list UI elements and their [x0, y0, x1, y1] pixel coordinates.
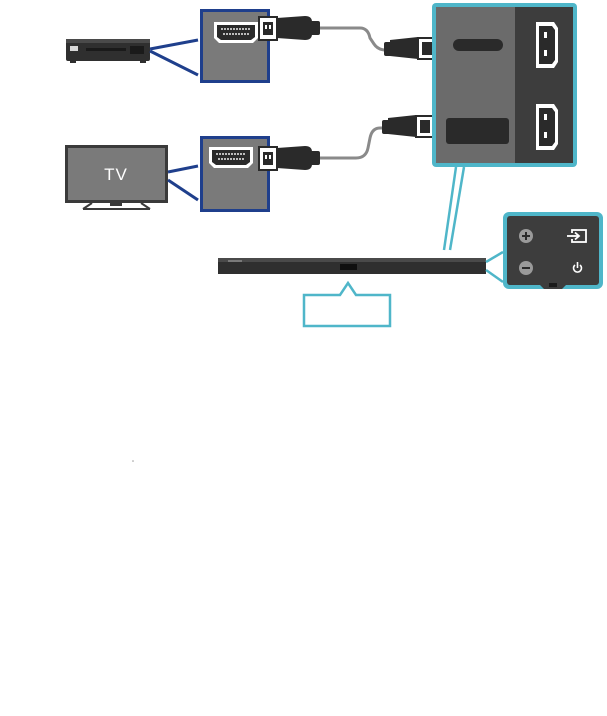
plus-icon [522, 232, 530, 240]
soundbar-display [340, 264, 357, 270]
power-icon [572, 262, 583, 273]
source-input-icon [567, 229, 587, 243]
hdmi-in-label-plate [453, 39, 503, 51]
volume-down-button[interactable] [519, 261, 533, 275]
volume-up-button[interactable] [519, 229, 533, 243]
power-button[interactable] [572, 262, 583, 273]
control-panel-callout [503, 212, 603, 289]
rear-callout-line [442, 166, 458, 251]
tv-device: TV [65, 145, 168, 210]
source-callout-line [149, 38, 199, 51]
source-port-callout [200, 9, 270, 83]
source-hdmi-port-icon [214, 22, 258, 43]
tv-port-callout [200, 136, 270, 212]
tv-callout-line [167, 164, 199, 174]
source-device [66, 39, 150, 63]
source-button[interactable] [567, 229, 587, 243]
soundbar-hdmi-in-port-icon [536, 22, 558, 68]
display-callout [302, 280, 392, 328]
hdmi-cable-bottom [258, 115, 435, 171]
hdmi-cable-top [258, 16, 437, 60]
soundbar-rear-callout [432, 3, 577, 167]
stray-dot [132, 460, 134, 462]
tv-label: TV [104, 165, 128, 184]
soundbar-hdmi-out-port-icon [536, 104, 558, 150]
tv-hdmi-port-icon [209, 147, 253, 168]
soundbar [218, 258, 486, 274]
hdmi-out-label-plate [446, 118, 509, 144]
